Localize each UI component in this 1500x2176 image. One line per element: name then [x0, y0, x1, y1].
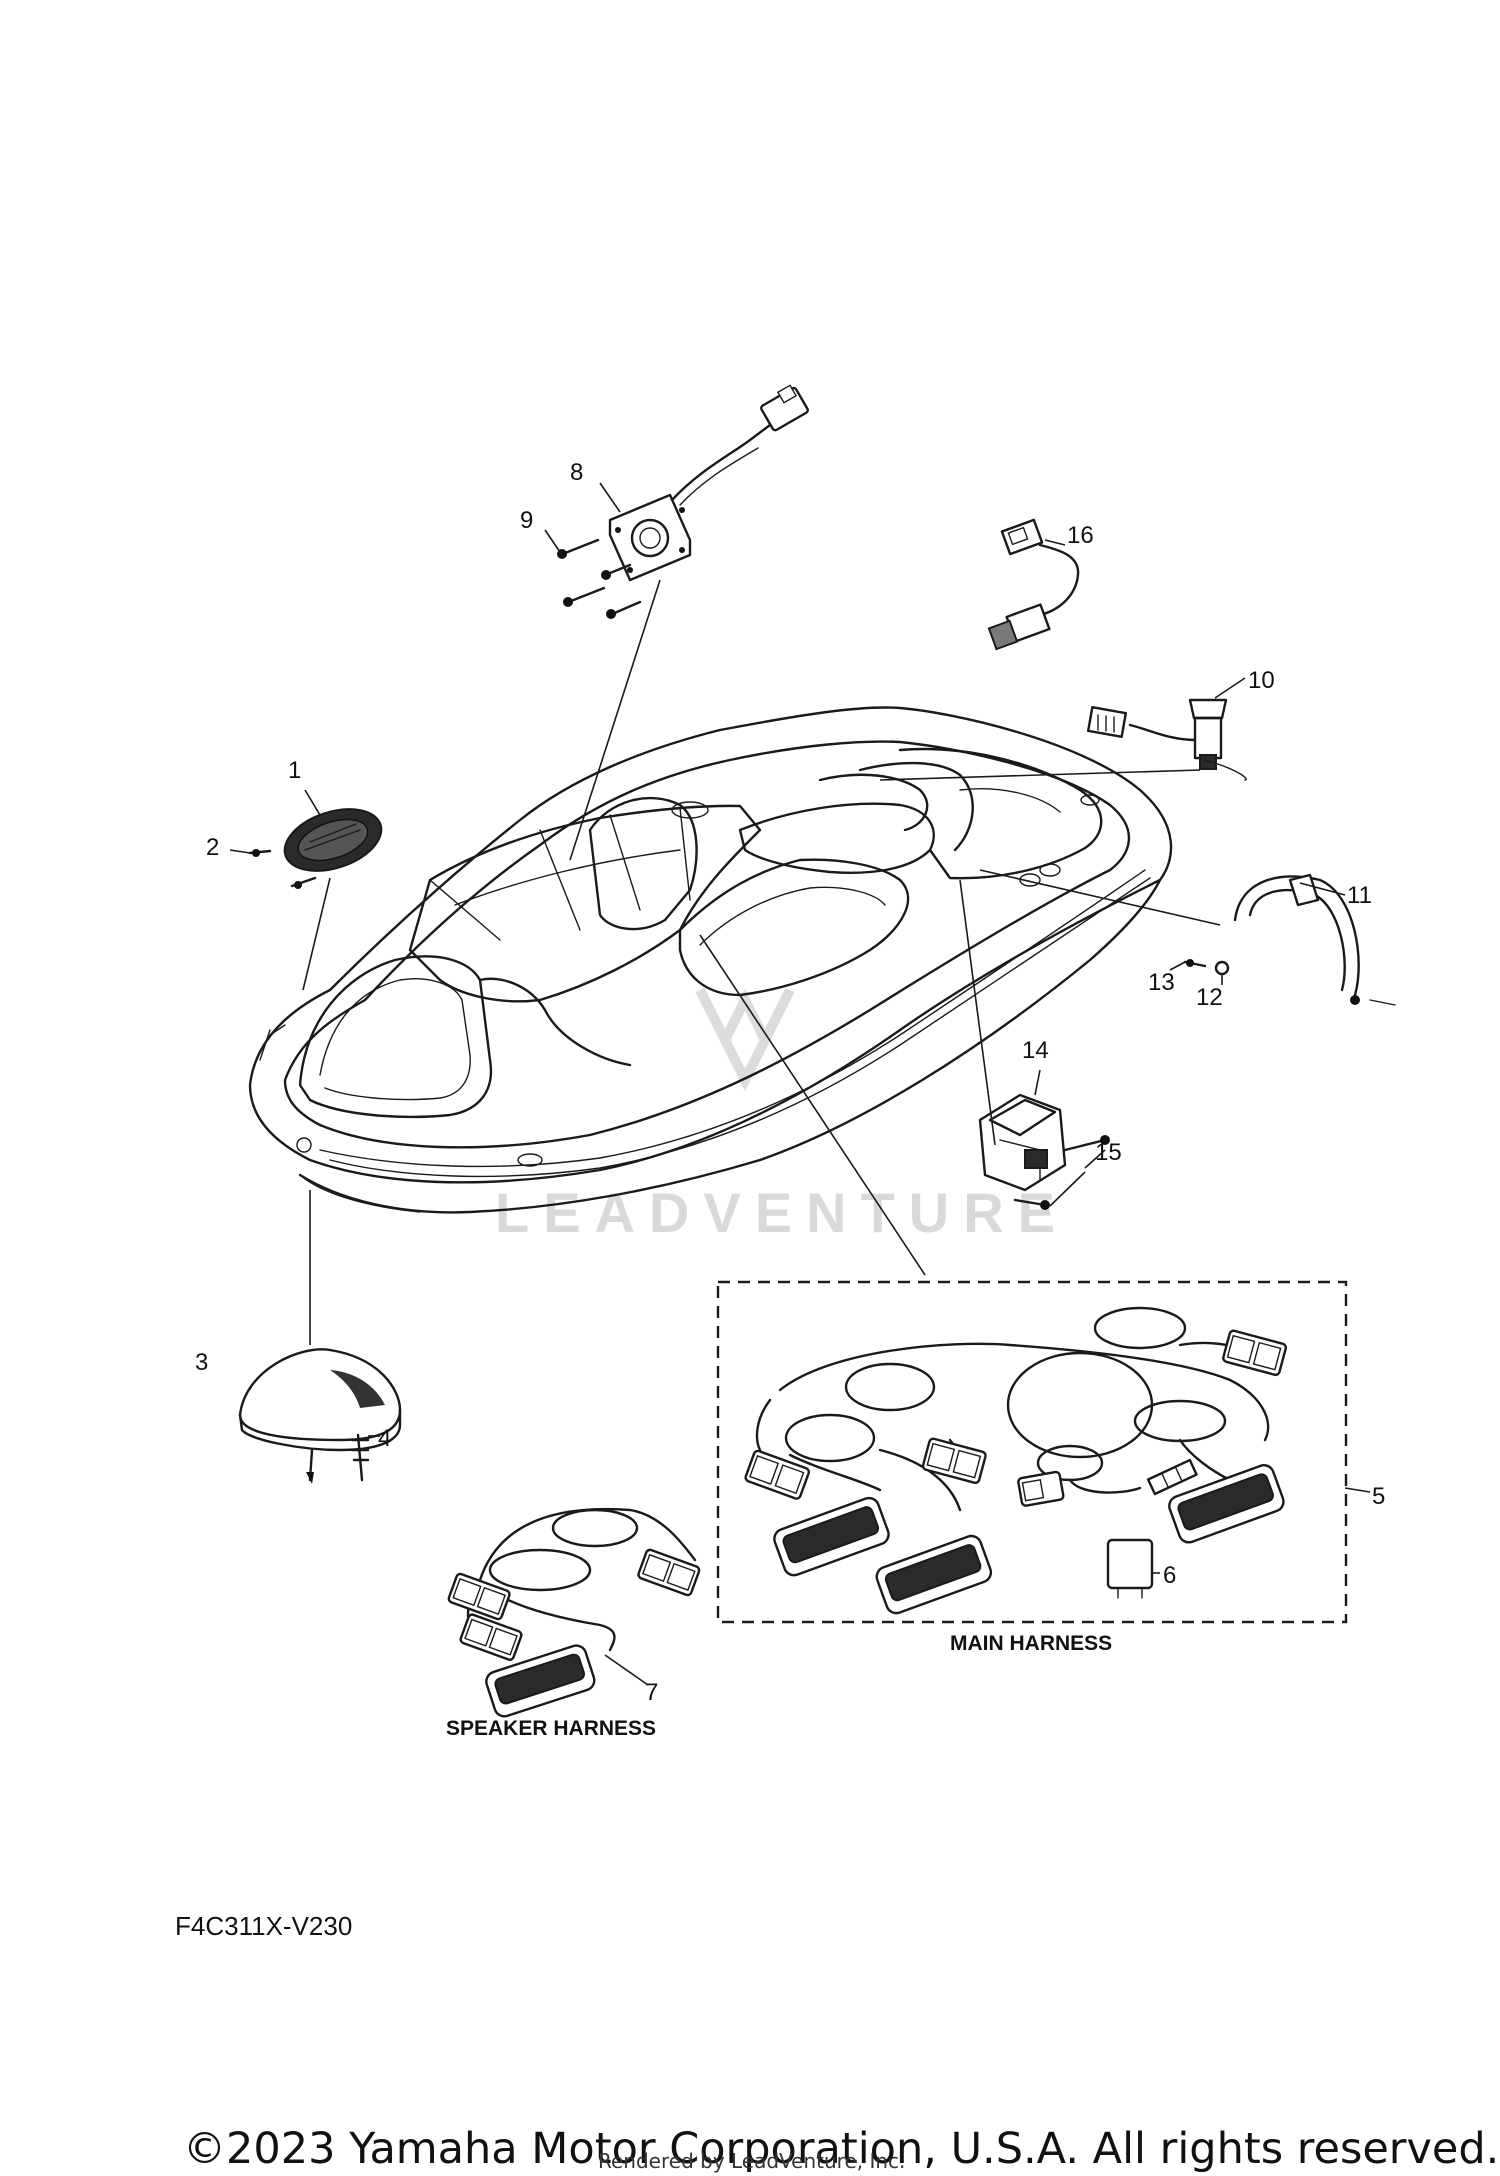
part-10-sensor — [1086, 677, 1247, 781]
callout-4: 4 — [378, 1425, 391, 1452]
callout-1: 1 — [288, 757, 301, 784]
callout-numbers: 1 2 3 4 5 6 7 8 9 10 11 12 13 14 15 16 — [195, 459, 1385, 1706]
part-1-speaker-grille — [283, 789, 383, 872]
watermark-text: LEADVENTURE — [495, 1181, 1069, 1244]
part-2-screws — [229, 849, 317, 889]
part-7-speaker-harness — [447, 1507, 701, 1718]
leader-8-hull — [569, 579, 661, 861]
callout-8: 8 — [570, 459, 583, 486]
leader-1-hull — [302, 877, 331, 991]
callout-11: 11 — [1347, 882, 1372, 909]
part-9-screws — [544, 529, 642, 619]
leader-10-hull — [879, 769, 1201, 781]
part-4-screws — [306, 1433, 380, 1484]
callout-15: 15 — [1095, 1139, 1122, 1166]
callout-5: 5 — [1372, 1483, 1385, 1510]
leader-14-hull — [959, 879, 996, 1146]
part-15-screws — [1013, 1135, 1110, 1210]
boat-hull — [248, 706, 1173, 1214]
part-16-adapter — [987, 518, 1080, 651]
part-3-cover — [238, 1348, 402, 1452]
rendered-by-text: Rendered by LeadVenture, Inc. — [598, 2149, 905, 2173]
part-6-relay — [1106, 1538, 1160, 1599]
watermark: LEADVENTURE — [495, 987, 1069, 1244]
main-harness-label: MAIN HARNESS — [950, 1632, 1112, 1655]
leader-11-hull — [979, 869, 1221, 926]
drawing-code: F4C311X-V230 — [175, 1911, 352, 1941]
callout-2: 2 — [206, 834, 219, 861]
part-14-relay — [978, 1069, 1067, 1192]
main-harness-box — [716, 1280, 1348, 1624]
callout-14: 14 — [1022, 1037, 1049, 1064]
part-5-main-harness — [744, 1306, 1371, 1615]
copyright-text: ©2023 Yamaha Motor Corporation, U.S.A. A… — [183, 2124, 1499, 2174]
callout-9: 9 — [520, 507, 533, 534]
part-8-speaker-mount — [599, 384, 809, 582]
callout-16: 16 — [1067, 522, 1094, 549]
part-11-bracket — [1233, 873, 1396, 1006]
callout-3: 3 — [195, 1349, 208, 1376]
part-13-screw — [1169, 959, 1207, 971]
leader-main-harness-hull — [699, 934, 926, 1276]
part-12-washer — [1214, 960, 1230, 985]
callout-12: 12 — [1196, 984, 1223, 1011]
callout-6: 6 — [1163, 1562, 1176, 1589]
callout-13: 13 — [1148, 969, 1175, 996]
speaker-harness-label: SPEAKER HARNESS — [446, 1717, 656, 1740]
callout-10: 10 — [1248, 667, 1275, 694]
callout-7: 7 — [645, 1679, 658, 1706]
